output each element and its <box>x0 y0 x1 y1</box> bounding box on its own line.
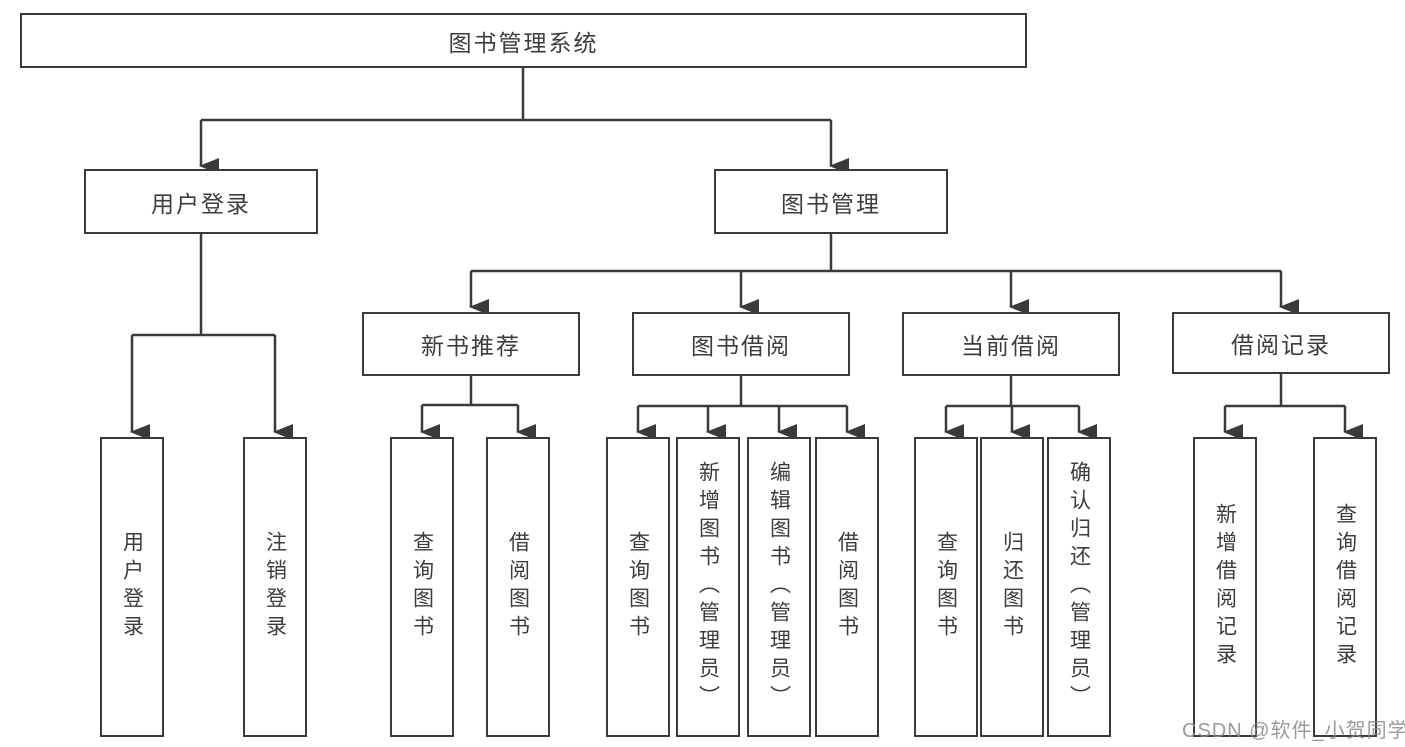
node-user-login: 用户登录 <box>84 169 318 234</box>
node-new-book-recommendation: 新书推荐 <box>362 312 580 376</box>
node-borrow-edit-books-admin: 编辑图书（管理员） <box>747 437 811 737</box>
connector-user-login-children <box>130 234 293 440</box>
connector-book-mgmt-children <box>469 234 1299 315</box>
node-borrowing-records: 借阅记录 <box>1172 312 1390 374</box>
node-login-logout: 注销登录 <box>243 437 307 737</box>
node-records-add-borrow-record: 新增借阅记录 <box>1193 437 1257 737</box>
node-borrow-query-books: 查询图书 <box>606 437 670 737</box>
node-records-query-borrow-record: 查询借阅记录 <box>1313 437 1377 737</box>
node-book-management: 图书管理 <box>714 169 948 234</box>
node-current-return-books: 归还图书 <box>980 437 1044 737</box>
node-borrow-borrow-books: 借阅图书 <box>815 437 879 737</box>
connector-borrow-records-children <box>1223 374 1363 440</box>
node-rec-query-books: 查询图书 <box>390 437 454 737</box>
node-login-user-login: 用户登录 <box>100 437 164 737</box>
connector-current-borrow-children <box>944 376 1097 440</box>
node-current-query-books: 查询图书 <box>914 437 978 737</box>
node-borrow-add-books-admin: 新增图书（管理员） <box>676 437 740 737</box>
node-rec-borrow-books: 借阅图书 <box>486 437 550 737</box>
node-book-borrowing: 图书借阅 <box>632 312 850 376</box>
csdn-watermark: CSDN @软件_小贺同学 <box>1182 720 1405 742</box>
connector-new-book-rec-children <box>420 376 536 440</box>
connector-root-to-level2 <box>199 68 849 174</box>
connector-book-borrow-children <box>636 376 865 440</box>
node-current-borrowing: 当前借阅 <box>902 312 1120 376</box>
node-root-system: 图书管理系统 <box>20 13 1027 68</box>
node-current-confirm-return-admin: 确认归还（管理员） <box>1047 437 1111 737</box>
